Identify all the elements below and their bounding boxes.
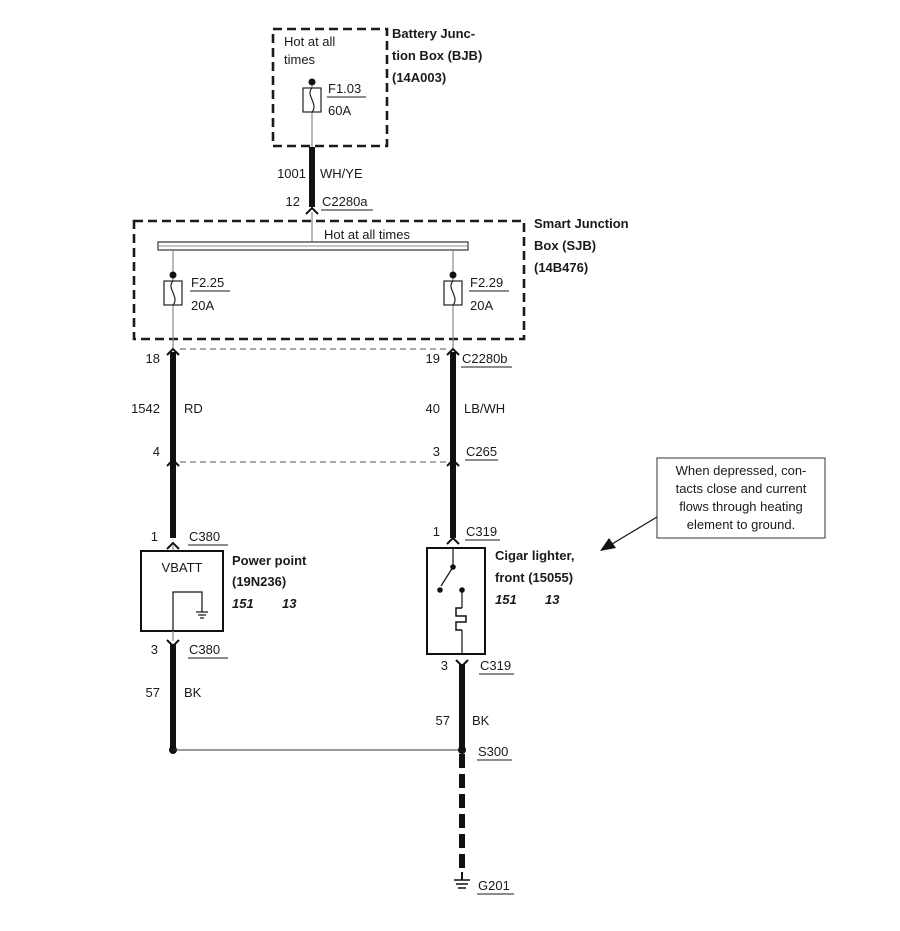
bjb-fuse-id: F1.03 xyxy=(328,81,361,96)
power-point-label: VBATT xyxy=(162,560,203,575)
heating-element-icon xyxy=(455,592,467,654)
feed-wire: 1001 WH/YE 12 C2280a xyxy=(277,147,373,243)
note-box xyxy=(656,457,826,539)
left-ground-color: BK xyxy=(184,685,202,700)
sjb-right-fuse-rating: 20A xyxy=(470,298,493,313)
bjb-title-line-1: Battery Junc- xyxy=(392,26,475,41)
cigar-lighter-ref-2: 13 xyxy=(545,592,560,607)
fuse-element-icon xyxy=(309,87,315,113)
note-line-3: flows through heating xyxy=(679,499,803,514)
sjb-right-fuse-id: F2.29 xyxy=(470,275,503,290)
connector-arrow-icon xyxy=(446,536,460,545)
splice-node xyxy=(458,746,466,754)
note-line-2: tacts close and current xyxy=(676,481,807,496)
bjb-hot-line-1: Hot at all xyxy=(284,34,335,49)
right-c319-top: C319 xyxy=(466,524,497,539)
sjb-left-fuse-id: F2.25 xyxy=(191,275,224,290)
right-circuit: 40 LB/WH 3 C265 1 C319 Cigar lighter, fr… xyxy=(173,352,574,895)
left-pin-out: 18 xyxy=(146,351,160,366)
note-line-1: When depressed, con- xyxy=(676,463,807,478)
feed-circuit-number: 1001 xyxy=(277,166,306,181)
cigar-lighter-name-line-1: Cigar lighter, xyxy=(495,548,574,563)
power-point-device xyxy=(140,550,224,632)
connector-arrow-icon xyxy=(446,347,460,356)
left-circuit: 1542 RD 4 1 C380 VBATT Power point (19N2… xyxy=(131,352,307,754)
right-c265-pin: 3 xyxy=(433,444,440,459)
ground-label: G201 xyxy=(478,878,510,893)
fuse-element-icon xyxy=(170,280,176,306)
right-pin-out: 19 xyxy=(426,351,440,366)
bjb-title-line-2: tion Box (BJB) xyxy=(392,48,482,63)
sjb-boundary xyxy=(132,219,526,341)
sjb-title-line-3: (14B476) xyxy=(534,260,588,275)
cigar-lighter-name-line-2: front (15055) xyxy=(495,570,573,585)
ground-icon xyxy=(196,611,208,619)
right-ground-color: BK xyxy=(472,713,490,728)
left-c380-top: C380 xyxy=(189,529,220,544)
right-c319-out-pin: 3 xyxy=(441,658,448,673)
power-point-internal-path xyxy=(172,591,203,631)
left-ground-circuit: 57 xyxy=(146,685,160,700)
left-c265-pin: 4 xyxy=(153,444,160,459)
right-c265-connector: C265 xyxy=(466,444,497,459)
sjb-title-line-2: Box (SJB) xyxy=(534,238,596,253)
connector-arrow-icon xyxy=(446,458,460,467)
splice-label: S300 xyxy=(478,744,508,759)
right-ground-circuit: 57 xyxy=(436,713,450,728)
fuse-element-icon xyxy=(450,280,456,306)
ground-icon xyxy=(454,872,470,889)
sjb-left-fuse-rating: 20A xyxy=(191,298,214,313)
connector-arrow-icon xyxy=(166,541,180,550)
connector-arrow-icon xyxy=(166,347,180,356)
left-wire-color: RD xyxy=(184,401,203,416)
bjb-hot-line-2: times xyxy=(284,52,316,67)
left-c380-out-pin: 3 xyxy=(151,642,158,657)
smart-junction-box: Smart Junction Box (SJB) (14B476) Hot at… xyxy=(132,216,629,348)
bjb-fuse-rating: 60A xyxy=(328,103,351,118)
bjb-boundary xyxy=(271,27,389,148)
connector-arrow-icon xyxy=(305,206,319,215)
note-callout: When depressed, con- tacts close and cur… xyxy=(600,457,826,551)
feed-connector: C2280a xyxy=(322,194,368,209)
power-point-name-line-2: (19N236) xyxy=(232,574,286,589)
switch-icon xyxy=(437,548,465,593)
c2280b-connector-row: 18 19 C2280b xyxy=(146,347,512,368)
left-c380-bottom: C380 xyxy=(189,642,220,657)
right-circuit-number: 40 xyxy=(426,401,440,416)
note-line-4: element to ground. xyxy=(687,517,795,532)
left-c380-in-pin: 1 xyxy=(151,529,158,544)
cigar-lighter-ref-1: 151 xyxy=(495,592,517,607)
bjb-title-line-3: (14A003) xyxy=(392,70,446,85)
note-leader-line xyxy=(611,516,658,545)
power-point-ref-2: 13 xyxy=(282,596,297,611)
left-circuit-number: 1542 xyxy=(131,401,160,416)
sjb-title-line-1: Smart Junction xyxy=(534,216,629,231)
right-c319-in-pin: 1 xyxy=(433,524,440,539)
power-point-ref-1: 151 xyxy=(232,596,254,611)
connector-arrow-icon xyxy=(166,458,180,467)
sjb-bus-label: Hot at all times xyxy=(324,227,410,242)
cigar-lighter-device xyxy=(426,547,486,655)
right-wire-color: LB/WH xyxy=(464,401,505,416)
bjb-fuse-node xyxy=(308,78,316,86)
arrow-icon xyxy=(600,538,616,551)
right-connector: C2280b xyxy=(462,351,508,366)
power-point-name-line-1: Power point xyxy=(232,553,307,568)
feed-wire-color: WH/YE xyxy=(320,166,363,181)
right-c319-bottom: C319 xyxy=(480,658,511,673)
battery-junction-box: Hot at all times Battery Junc- tion Box … xyxy=(271,26,482,148)
feed-pin: 12 xyxy=(286,194,300,209)
